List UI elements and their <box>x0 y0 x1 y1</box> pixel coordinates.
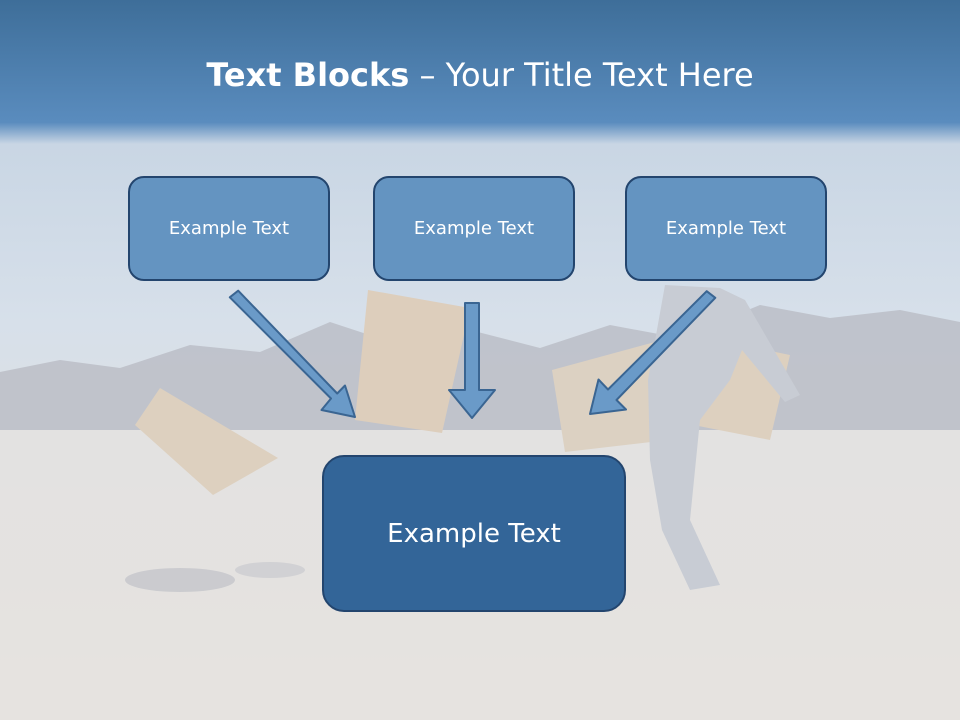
box-shadow <box>235 562 305 578</box>
cardboard-box <box>135 388 278 495</box>
text-block-2-label: Example Text <box>413 218 535 239</box>
text-block-1-label: Example Text <box>168 218 290 239</box>
arrow-down <box>448 302 496 419</box>
arrow-down-left <box>589 290 717 415</box>
box-shadow <box>125 568 235 592</box>
text-block-3[interactable]: Example Text <box>625 176 827 281</box>
slide-title: Text Blocks – Your Title Text Here <box>0 52 960 98</box>
text-block-2[interactable]: Example Text <box>373 176 575 281</box>
text-block-3-label: Example Text <box>665 218 787 239</box>
text-block-main-label: Example Text <box>387 518 561 549</box>
arrow-down-right <box>228 289 356 418</box>
cardboard-box <box>355 290 470 433</box>
walking-person <box>648 285 800 590</box>
text-block-main[interactable]: Example Text <box>322 455 626 612</box>
text-block-1[interactable]: Example Text <box>128 176 330 281</box>
title-bold-text: Text Blocks <box>206 56 410 94</box>
title-rest-text: – Your Title Text Here <box>419 56 754 94</box>
